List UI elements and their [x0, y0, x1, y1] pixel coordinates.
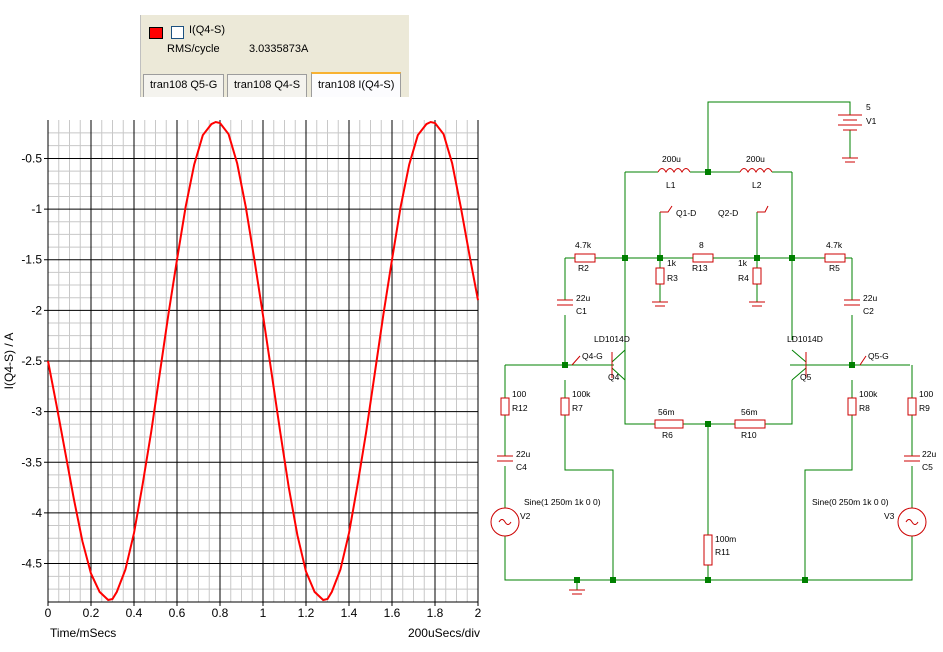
series-name: I(Q4-S) [189, 24, 226, 36]
schematic-wires [504, 101, 913, 590]
x-tick-label: 1.6 [384, 606, 401, 620]
stat-label: RMS/cycle [167, 43, 220, 55]
label-q5: Q5 [800, 372, 812, 382]
label-r7: R7 [572, 403, 583, 413]
label-q4: Q4 [608, 372, 620, 382]
y-tick-label: -3.5 [21, 455, 42, 469]
label-r10-val: 56m [741, 407, 758, 417]
x-tick-label: 0 [45, 606, 52, 620]
y-tick-label: -3 [31, 405, 42, 419]
series-layer [47, 120, 479, 602]
tab-i-q4-s[interactable]: tran108 I(Q4-S) [311, 72, 402, 97]
label-l1-val: 200u [662, 154, 681, 164]
schematic-labels: 5 V1 200u L1 200u L2 Q1-D Q2-D 4.7k R2 8… [512, 102, 936, 557]
y-tick-label: -2 [31, 303, 42, 317]
label-r10: R10 [741, 430, 757, 440]
x-tick-label: 0.2 [83, 606, 100, 620]
label-c2-val: 22u [863, 293, 877, 303]
label-r3-val: 1k [667, 258, 677, 268]
label-r7-val: 100k [572, 389, 591, 399]
label-r12-val: 100 [512, 389, 526, 399]
label-v1: V1 [866, 116, 877, 126]
label-c1: C1 [576, 306, 587, 316]
series-line-i-q4-s [47, 120, 479, 602]
label-r4: R4 [738, 273, 749, 283]
series-visibility-checkbox[interactable] [171, 26, 184, 39]
label-q2-d: Q2-D [718, 208, 738, 218]
label-c5-val: 22u [922, 449, 936, 459]
y-tick-label: -0.5 [21, 151, 42, 165]
label-r8-val: 100k [859, 389, 878, 399]
schematic-junctions [562, 169, 855, 583]
label-r2: R2 [578, 263, 589, 273]
y-axis-label: I(Q4-S) / A [2, 333, 16, 390]
label-c4: C4 [516, 462, 527, 472]
x-tick-label: 1.2 [298, 606, 315, 620]
label-l1: L1 [666, 180, 676, 190]
label-r11-val: 100m [715, 534, 736, 544]
label-r13-val: 8 [699, 240, 704, 250]
label-v2-val: Sine(1 250m 1k 0 0) [524, 497, 601, 507]
x-division-label: 200uSecs/div [408, 626, 480, 640]
label-v3: V3 [884, 511, 895, 521]
tab-q5-g[interactable]: tran108 Q5-G [143, 74, 225, 97]
x-tick-label: 0.6 [169, 606, 186, 620]
label-r13: R13 [692, 263, 708, 273]
label-r3: R3 [667, 273, 678, 283]
series-color-swatch[interactable] [149, 27, 163, 39]
label-l2: L2 [752, 180, 762, 190]
label-q5-model: LD1014D [787, 334, 823, 344]
x-tick-label: 2 [475, 606, 482, 620]
label-c1-val: 22u [576, 293, 590, 303]
schematic-components [490, 114, 927, 595]
y-tick-label: -4 [31, 506, 42, 520]
label-v1-val: 5 [866, 102, 871, 112]
label-q4-g: Q4-G [582, 351, 603, 361]
label-l2-val: 200u [746, 154, 765, 164]
y-tick-label: -4.5 [21, 557, 42, 571]
label-r9: R9 [919, 403, 930, 413]
label-q4-model: LD1014D [594, 334, 630, 344]
label-q5-g: Q5-G [868, 351, 889, 361]
x-tick-label: 0.8 [212, 606, 229, 620]
x-tick-label: 1 [260, 606, 267, 620]
y-tick-label: -1.5 [21, 253, 42, 267]
label-v3-val: Sine(0 250m 1k 0 0) [812, 497, 889, 507]
label-c2: C2 [863, 306, 874, 316]
label-r8: R8 [859, 403, 870, 413]
label-r5: R5 [829, 263, 840, 273]
x-tick-label: 1.8 [427, 606, 444, 620]
label-r12: R12 [512, 403, 528, 413]
label-r4-val: 1k [738, 258, 748, 268]
label-r6: R6 [662, 430, 673, 440]
label-r6-val: 56m [658, 407, 675, 417]
x-axis-label: Time/mSecs [50, 626, 116, 640]
stat-value: 3.0335873A [249, 43, 309, 55]
label-v2: V2 [520, 511, 531, 521]
label-c5: C5 [922, 462, 933, 472]
label-r5-val: 4.7k [826, 240, 843, 250]
y-tick-label: -2.5 [21, 354, 42, 368]
x-tick-label: 1.4 [341, 606, 358, 620]
y-tick-label: -1 [31, 202, 42, 216]
label-c4-val: 22u [516, 449, 530, 459]
tab-q4-s[interactable]: tran108 Q4-S [227, 74, 308, 97]
label-r11: R11 [715, 547, 730, 557]
label-r9-val: 100 [919, 389, 933, 399]
major-grid [44, 120, 479, 606]
label-r2-val: 4.7k [575, 240, 592, 250]
x-tick-label: 0.4 [126, 606, 143, 620]
tick-labels: 0 0.2 0.4 0.6 0.8 1 1.2 1.4 1.6 1.8 2 -0.5 -1 -1.5 -2 -… [21, 151, 481, 620]
label-q1-d: Q1-D [676, 208, 696, 218]
